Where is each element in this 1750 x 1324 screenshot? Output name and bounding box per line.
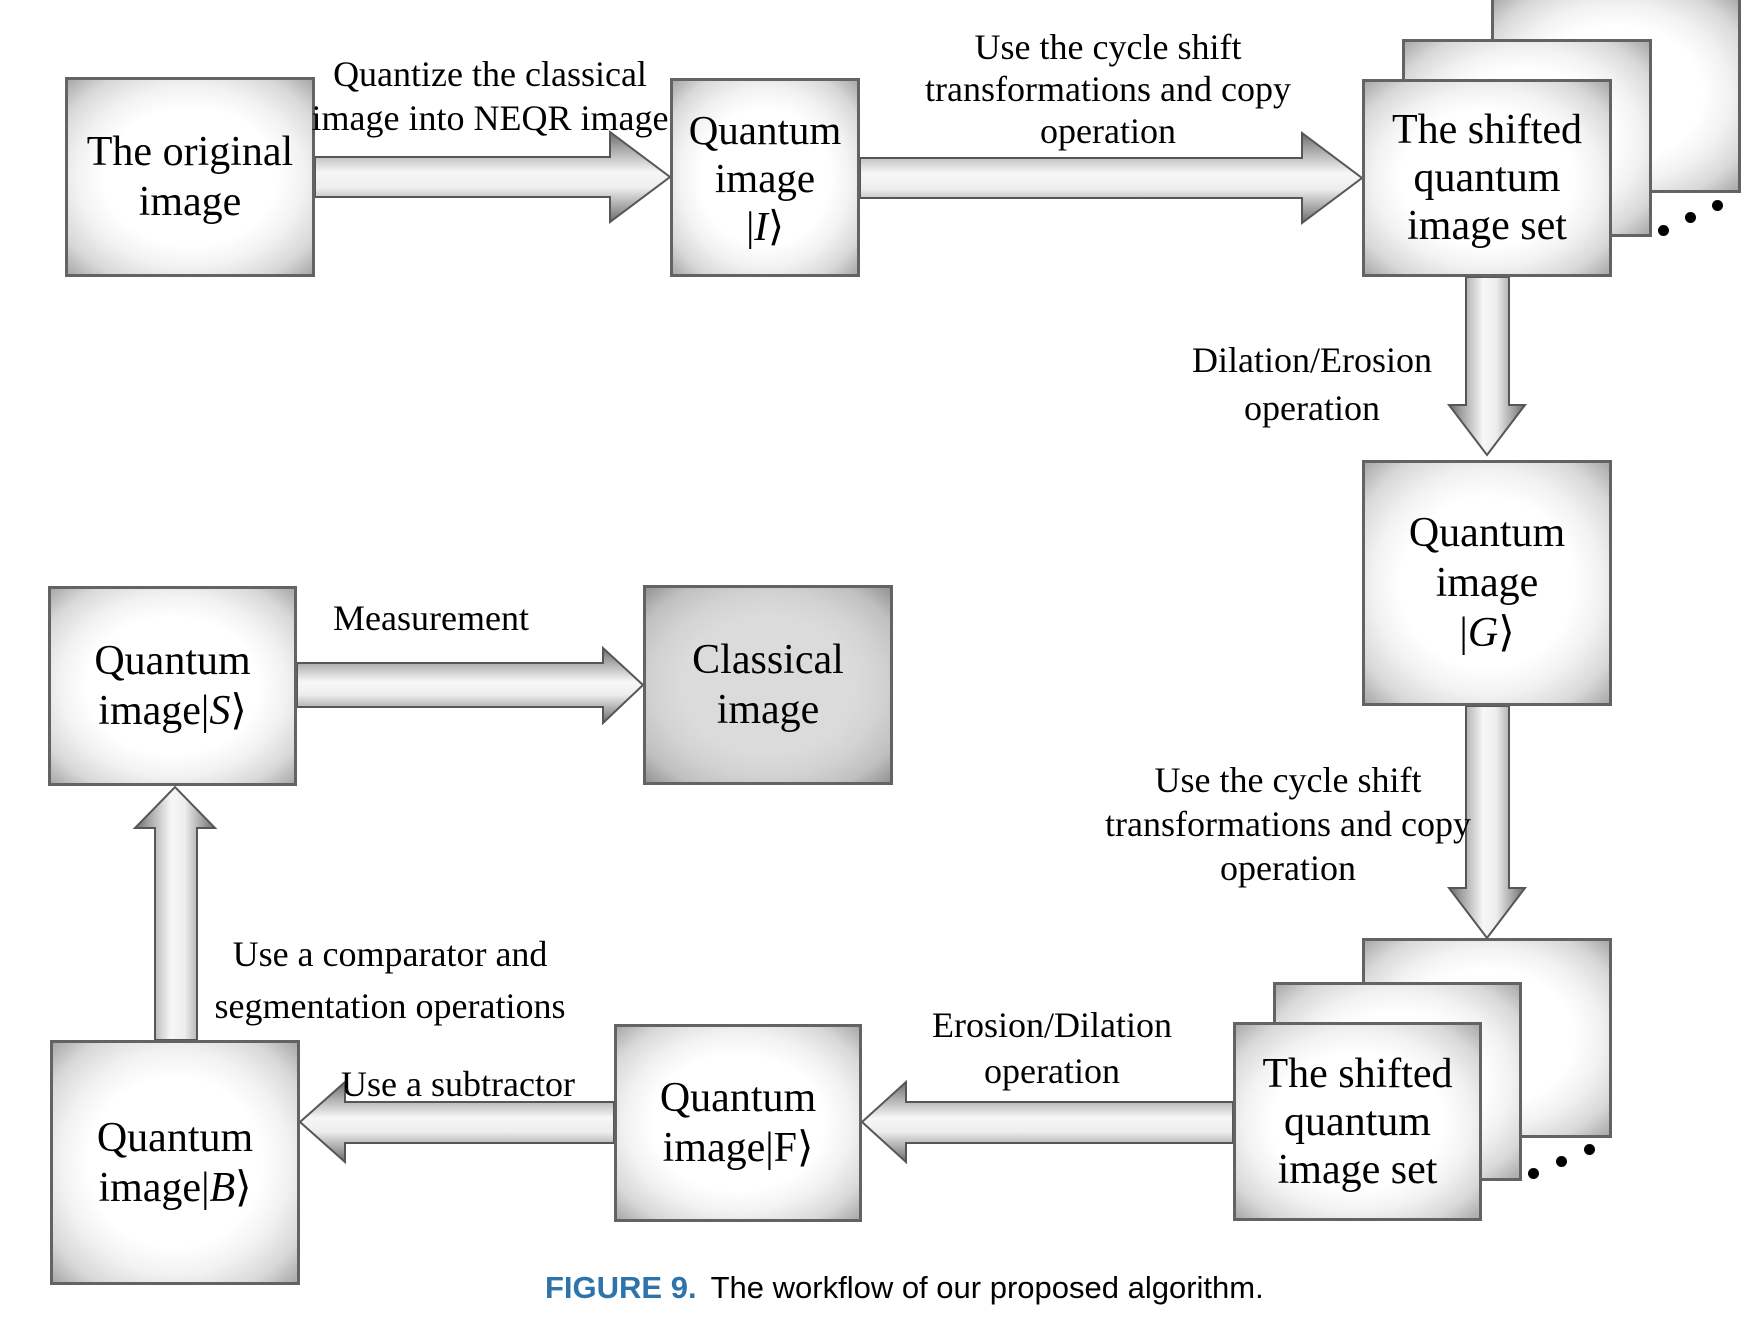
edge-label-line: Use a comparator and [232,934,548,974]
edge-label-quantize: Quantize the classical image into NEQR i… [312,52,669,140]
node-label-line: image [138,179,242,225]
node-quantum-image-b: Quantum image|B⟩ [50,1040,300,1285]
ket-text: image| [98,688,210,734]
ket-bracket: ⟩ [767,202,784,249]
ket-bar: | [1459,610,1468,656]
dot-icon [1712,200,1723,211]
dot-icon [1556,1156,1567,1167]
dot-icon [1584,1144,1595,1155]
edge-label-line: Measurement [333,598,529,638]
edge-label-measurement: Measurement [333,596,529,640]
node-label-line: The original [86,129,294,175]
node-label-ket: |I⟩ [746,202,784,250]
node-label-line: Quantum [1408,510,1566,556]
node-label-line: image [714,154,816,201]
node-label-line: image [1435,560,1539,606]
node-label-line: quantum [1413,155,1561,201]
node-label-line: image set [1407,203,1567,249]
edge-label-line: image into NEQR image [311,98,669,138]
node-label-line: The shifted [1262,1050,1453,1097]
edge-label-line: operation [1220,848,1356,888]
node-quantum-image-i: Quantum image |I⟩ [670,78,860,277]
figure-caption-text: The workflow of our proposed algorithm. [710,1270,1264,1305]
node-original-image: The original image [65,77,315,277]
edge-label-line: transformations and copy [925,69,1291,109]
edge-label-line: Use the cycle shift [974,27,1242,67]
edge-label-line: operation [984,1051,1120,1091]
arrow-quantum-b-to-quantum-s [132,785,218,1041]
node-label-line: image [716,687,820,733]
arrow-quantum-f-to-quantum-b [298,1079,615,1165]
node-quantum-image-s: Quantum image|S⟩ [48,586,297,786]
ket-text: image| [98,1164,210,1211]
arrow-quantum-s-to-classical [296,645,645,726]
node-label-line: Classical [692,637,844,683]
edge-label-subtractor: Use a subtractor [341,1062,575,1106]
edge-label-cycle-shift-right: Use the cycle shift transformations and … [1105,758,1471,890]
ket-bracket: ⟩ [230,688,247,734]
dot-icon [1528,1168,1539,1179]
edge-label-line: operation [1244,388,1380,428]
edge-label-line: transformations and copy [1105,804,1471,844]
dot-icon [1658,225,1669,236]
ket-bracket: ⟩ [235,1164,252,1211]
ket-letter: I [754,202,768,249]
edge-label-erosion-dilation: Erosion/Dilation operation [932,1002,1172,1094]
node-label-line: The shifted [1391,107,1583,153]
ket-bracket: ⟩ [1498,610,1515,656]
node-label-line: Quantum [96,1114,254,1161]
node-shifted-quantum-image-set-bottom: The shifted quantum image set [1233,1022,1482,1221]
node-label-line: Quantum [688,106,842,153]
figure-caption: FIGURE 9. The workflow of our proposed al… [545,1270,1264,1306]
node-label-ket: image|S⟩ [98,686,246,736]
arrow-quantum-g-to-shifted-set [1446,705,1528,940]
edge-label-line: operation [1040,111,1176,151]
ket-letter: G [1467,610,1499,656]
edge-label-line: Quantize the classical [333,54,647,94]
node-label-ket: image|B⟩ [98,1163,251,1213]
dot-icon [1685,212,1696,223]
arrow-shifted-set-to-quantum-f [860,1079,1234,1165]
edge-label-dilation-erosion: Dilation/Erosion operation [1192,336,1432,432]
edge-label-line: Use a subtractor [341,1064,575,1104]
edge-label-cycle-shift-top: Use the cycle shift transformations and … [925,26,1291,152]
edge-label-comparator: Use a comparator and segmentation operat… [215,928,566,1032]
arrow-quantum-i-to-shifted-set [859,131,1364,225]
edge-label-line: Erosion/Dilation [932,1005,1172,1045]
node-label-line: image set [1277,1146,1438,1193]
node-label-line: quantum [1284,1098,1431,1145]
node-label-line: Quantum [659,1075,817,1121]
node-label-line: Quantum [94,638,251,684]
arrow-original-to-quantum-i [314,130,672,224]
ket-letter: S [209,688,231,734]
edge-label-line: segmentation operations [214,986,566,1026]
node-label-ket: |G⟩ [1459,608,1514,658]
arrow-shifted-set-to-quantum-g [1446,276,1528,457]
edge-label-line: Dilation/Erosion [1192,340,1432,380]
node-label-line: image|F⟩ [662,1125,814,1171]
node-classical-image: Classical image [643,585,893,785]
ket-letter: B [209,1164,236,1211]
figure-caption-label: FIGURE 9. [545,1270,697,1305]
node-shifted-quantum-image-set-top: The shifted quantum image set [1362,79,1612,277]
node-quantum-image-f: Quantum image|F⟩ [614,1024,862,1222]
node-quantum-image-g: Quantum image |G⟩ [1362,460,1612,706]
ket-bar: | [746,202,755,249]
edge-label-line: Use the cycle shift [1154,760,1422,800]
